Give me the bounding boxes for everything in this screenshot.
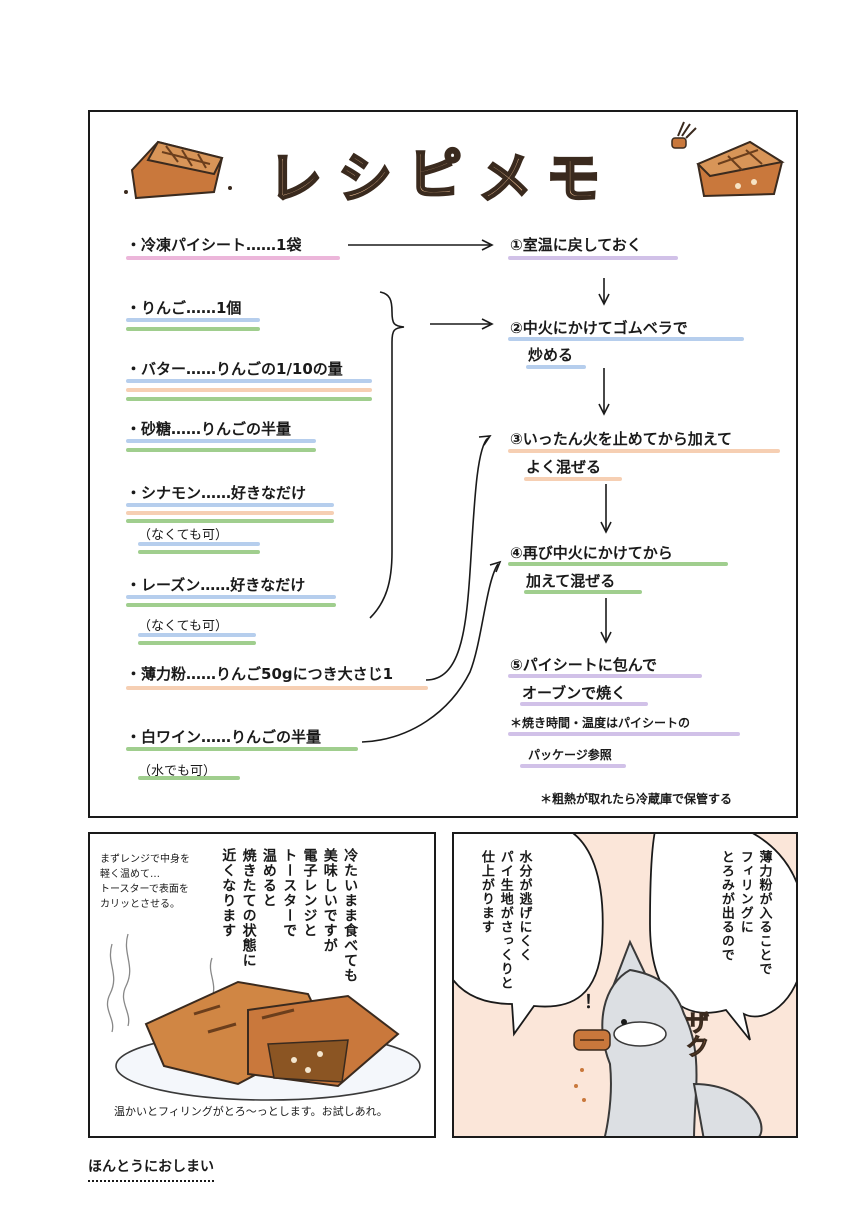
hand-note-line: トースターで表面を (100, 884, 189, 895)
title-char: メ (477, 146, 534, 212)
tip-line: 電子レンジと (301, 848, 318, 938)
speech-bubbles (454, 834, 796, 1136)
recipe-panel: レ シ ピ メ モ ・冷凍パイシート……1袋 ・りんご……1個 ・バター……りん… (88, 110, 798, 818)
highlight-underline (126, 379, 372, 383)
exclamation-mark: ！ (584, 992, 602, 1013)
ingredient-cinnamon: ・シナモン……好きなだけ (126, 484, 307, 502)
ingredient-optional-note: （なくても可） (138, 619, 228, 634)
step-5-line2: オーブンで焼く (522, 684, 627, 702)
highlight-underline (508, 337, 744, 341)
ingredient-sugar: ・砂糖……りんごの半量 (126, 420, 292, 438)
warm-filling-caption: 温かいとフィリングがとろ〜っとします。お試しあれ。 (114, 1105, 388, 1118)
highlight-underline (138, 550, 260, 554)
baking-time-note-line2: パッケージ参照 (528, 748, 612, 762)
highlight-underline (520, 702, 648, 706)
apple-pie-slice-right-illustration (671, 121, 785, 198)
tip-line: 美味しいですが (321, 848, 338, 953)
hand-note-line: カリッとさせる。 (100, 899, 180, 910)
fox-explanation-panel: 薄力粉が入ることで フィリングに とろみが出るので 水分が逃げにくく パイ生地が… (452, 832, 798, 1138)
highlight-underline (524, 477, 622, 481)
bubble-line: フィリングに (737, 850, 753, 934)
baking-time-note-line1: ＊焼き時間・温度はパイシートの (510, 716, 691, 730)
highlight-underline (126, 595, 336, 599)
step-3-line1: ③いったん火を止めてから加えて (510, 430, 732, 448)
ingredient-raisin: ・レーズン……好きなだけ (126, 576, 306, 594)
step-4-line1: ④再び中火にかけてから (510, 544, 673, 562)
highlight-underline (526, 365, 586, 369)
ingredient-white-wine: ・白ワイン……りんごの半量 (126, 728, 322, 746)
highlight-underline (126, 603, 336, 607)
highlight-underline (508, 674, 702, 678)
step-1: ①室温に戻しておく (510, 236, 642, 254)
highlight-underline (138, 641, 256, 645)
bubble-line: 仕上がります (478, 850, 494, 934)
highlight-underline (126, 388, 372, 392)
highlight-underline (138, 776, 240, 780)
ingredient-flour: ・薄力粉……りんご50gにつき大さじ1 (126, 665, 394, 683)
tip-line: 焼きたての状態に (240, 848, 257, 968)
step-2-line2: 炒める (528, 346, 574, 364)
highlight-underline (126, 503, 334, 507)
highlight-underline (138, 542, 260, 546)
title-char: ピ (407, 142, 464, 208)
step-2-line1: ②中火にかけてゴムベラで (510, 319, 688, 337)
crunch-sound-effect: ザク (681, 1010, 710, 1059)
tip-line: トースターで (281, 848, 298, 938)
bubble-line: パイ生地がさっくりと (497, 850, 513, 990)
highlight-underline (508, 562, 728, 566)
handwritten-note: まずレンジで中身を 軽く温めて… トースターで表面を カリッとさせる。 (100, 852, 190, 912)
highlight-underline (520, 764, 626, 768)
title-char: シ (337, 146, 394, 212)
highlight-underline (126, 439, 316, 443)
step-5-line1: ⑤パイシートに包んで (510, 656, 657, 674)
reheat-tip-panel: 冷たいまま食べても 美味しいですが 電子レンジと トースターで 温めると 焼きた… (88, 832, 436, 1138)
highlight-underline (126, 519, 334, 523)
highlight-underline (524, 590, 642, 594)
highlight-underline (126, 448, 316, 452)
ending-text: ほんとうにおしまい (88, 1156, 214, 1182)
bubble-text-crispy: 水分が逃げにくく パイ生地がさっくりと 仕上がります (476, 850, 533, 1010)
flow-arrows (348, 239, 612, 743)
highlight-underline (126, 397, 372, 401)
ingredient-apple: ・りんご……1個 (126, 299, 242, 317)
tip-line: 冷たいまま食べても (342, 848, 359, 983)
bubble-line: 薄力粉が入ることで (756, 850, 772, 976)
bubble-line: 水分が逃げにくく (516, 850, 532, 962)
highlight-underline (126, 511, 334, 515)
highlight-underline (126, 327, 260, 331)
step-4-line2: 加えて混ぜる (526, 572, 616, 590)
bubble-line: とろみが出るので (718, 850, 734, 962)
highlight-underline (126, 747, 358, 751)
highlight-underline (508, 256, 678, 260)
apple-pie-slice-left-illustration (124, 140, 232, 200)
highlight-underline (508, 449, 780, 453)
reheat-tip-text: 冷たいまま食べても 美味しいですが 電子レンジと トースターで 温めると 焼きた… (218, 848, 360, 1048)
ingredient-butter: ・バター……りんごの1/10の量 (126, 360, 343, 378)
hand-note-line: 軽く温めて… (100, 869, 160, 880)
highlight-underline (126, 318, 260, 322)
bubble-text-flour: 薄力粉が入ることで フィリングに とろみが出るので (716, 850, 773, 1010)
ingredient-optional-note: （水でも可） (138, 764, 217, 779)
title-char: モ (545, 146, 602, 212)
highlight-underline (508, 732, 740, 736)
title-char: レ (267, 146, 324, 212)
ingredient-optional-note: （なくても可） (138, 528, 228, 543)
tip-line: 温めると (260, 848, 277, 908)
hand-note-line: まずレンジで中身を (100, 854, 190, 865)
highlight-underline (138, 633, 256, 637)
highlight-underline (126, 256, 340, 260)
step-3-line2: よく混ぜる (526, 458, 602, 476)
storage-note: ＊粗熱が取れたら冷蔵庫で保管する (540, 792, 733, 806)
warm-pie-on-plate-illustration (106, 933, 421, 1101)
ingredient-frozen-pie-sheet: ・冷凍パイシート……1袋 (126, 236, 302, 254)
highlight-underline (126, 686, 428, 690)
tip-line: 近くなります (220, 848, 237, 938)
